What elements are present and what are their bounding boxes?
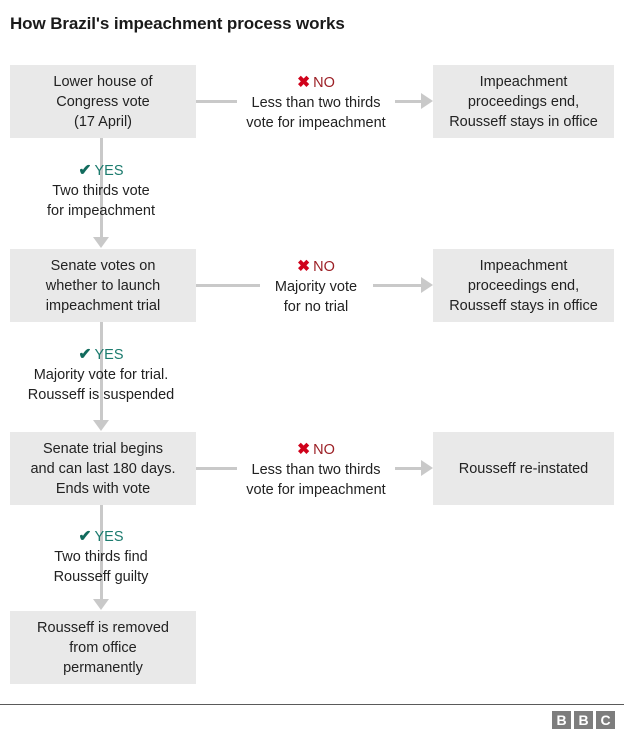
branch-label-step1-no: ✖NO Less than two thirds vote for impeac…: [216, 73, 416, 133]
bbc-logo-letter-1: B: [552, 711, 571, 729]
branch-label-step3-no: ✖NO Less than two thirds vote for impeac…: [216, 440, 416, 500]
check-icon: ✔: [78, 346, 92, 363]
flow-node-step2-no-outcome: Impeachment proceedings end, Rousseff st…: [433, 249, 614, 322]
branch-label-step2-no: ✖NO Majority vote for no trial: [216, 257, 416, 317]
branch-verdict-step2-yes: ✔YES: [0, 345, 202, 365]
bbc-logo-letter-2: B: [574, 711, 593, 729]
flow-node-step1: Lower house of Congress vote (17 April): [10, 65, 196, 138]
connector-step1-yes-line: [100, 138, 103, 238]
connector-step2-yes-arrowhead: [93, 420, 109, 431]
connector-step2-yes-line: [100, 322, 103, 421]
branch-verdict-text: YES: [94, 163, 124, 179]
branch-detail-step1-no: Less than two thirds vote for impeachmen…: [246, 95, 386, 131]
cross-icon: ✖: [297, 258, 311, 275]
branch-label-step2-yes: ✔YES Majority vote for trial. Rousseff i…: [0, 345, 202, 405]
connector-step3-yes-arrowhead: [93, 599, 109, 610]
flow-node-step2-label: Senate votes on whether to launch impeac…: [45, 257, 161, 314]
connector-step1-no-segment-left: [196, 100, 237, 103]
bbc-logo: B B C: [552, 711, 615, 729]
connector-step3-yes-line: [100, 505, 103, 600]
branch-verdict-text: YES: [94, 529, 124, 545]
flow-node-step4-label: Rousseff is removed from office permanen…: [37, 619, 169, 676]
check-icon: ✔: [78, 162, 92, 179]
flow-node-step1-no-outcome: Impeachment proceedings end, Rousseff st…: [433, 65, 614, 138]
flow-node-step3-no-outcome: Rousseff re-instated: [433, 432, 614, 505]
branch-verdict-step2-no: ✖NO: [216, 257, 416, 277]
connector-step3-no-arrowhead: [421, 460, 433, 476]
branch-detail-step1-yes: Two thirds vote for impeachment: [47, 183, 155, 219]
branch-detail-step3-no: Less than two thirds vote for impeachmen…: [246, 462, 386, 498]
flow-node-step1-label: Lower house of Congress vote (17 April): [53, 73, 153, 130]
page-title: How Brazil's impeachment process works: [10, 14, 345, 33]
flow-node-step4: Rousseff is removed from office permanen…: [10, 611, 196, 684]
flow-node-step3-label: Senate trial begins and can last 180 day…: [30, 440, 176, 497]
branch-verdict-step1-yes: ✔YES: [0, 161, 202, 181]
connector-step2-no-segment-right: [373, 284, 422, 287]
branch-verdict-text: YES: [94, 347, 124, 363]
connector-step1-no-arrowhead: [421, 93, 433, 109]
branch-verdict-step1-no: ✖NO: [216, 73, 416, 93]
connector-step1-yes-arrowhead: [93, 237, 109, 248]
branch-detail-step3-yes: Two thirds find Rousseff guilty: [53, 549, 149, 585]
footer-divider: [0, 704, 624, 705]
branch-detail-step2-yes: Majority vote for trial. Rousseff is sus…: [27, 367, 175, 403]
connector-step2-no-segment-left: [196, 284, 260, 287]
flow-node-step1-no-outcome-label: Impeachment proceedings end, Rousseff st…: [449, 73, 598, 130]
branch-verdict-step3-no: ✖NO: [216, 440, 416, 460]
branch-label-step1-yes: ✔YES Two thirds vote for impeachment: [0, 161, 202, 221]
flow-node-step2: Senate votes on whether to launch impeac…: [10, 249, 196, 322]
connector-step2-no-arrowhead: [421, 277, 433, 293]
branch-verdict-step3-yes: ✔YES: [0, 527, 202, 547]
cross-icon: ✖: [297, 441, 311, 458]
flow-node-step2-no-outcome-label: Impeachment proceedings end, Rousseff st…: [449, 257, 598, 314]
connector-step3-no-segment-left: [196, 467, 237, 470]
connector-step3-no-segment-right: [395, 467, 422, 470]
cross-icon: ✖: [297, 74, 311, 91]
branch-label-step3-yes: ✔YES Two thirds find Rousseff guilty: [0, 527, 202, 587]
flow-node-step3: Senate trial begins and can last 180 day…: [10, 432, 196, 505]
connector-step1-no-segment-right: [395, 100, 422, 103]
branch-verdict-text: NO: [313, 442, 335, 458]
branch-verdict-text: NO: [313, 259, 335, 275]
bbc-logo-letter-3: C: [596, 711, 615, 729]
flow-node-step3-no-outcome-label: Rousseff re-instated: [458, 460, 589, 477]
branch-detail-step2-no: Majority vote for no trial: [274, 279, 358, 315]
check-icon: ✔: [78, 528, 92, 545]
branch-verdict-text: NO: [313, 75, 335, 91]
